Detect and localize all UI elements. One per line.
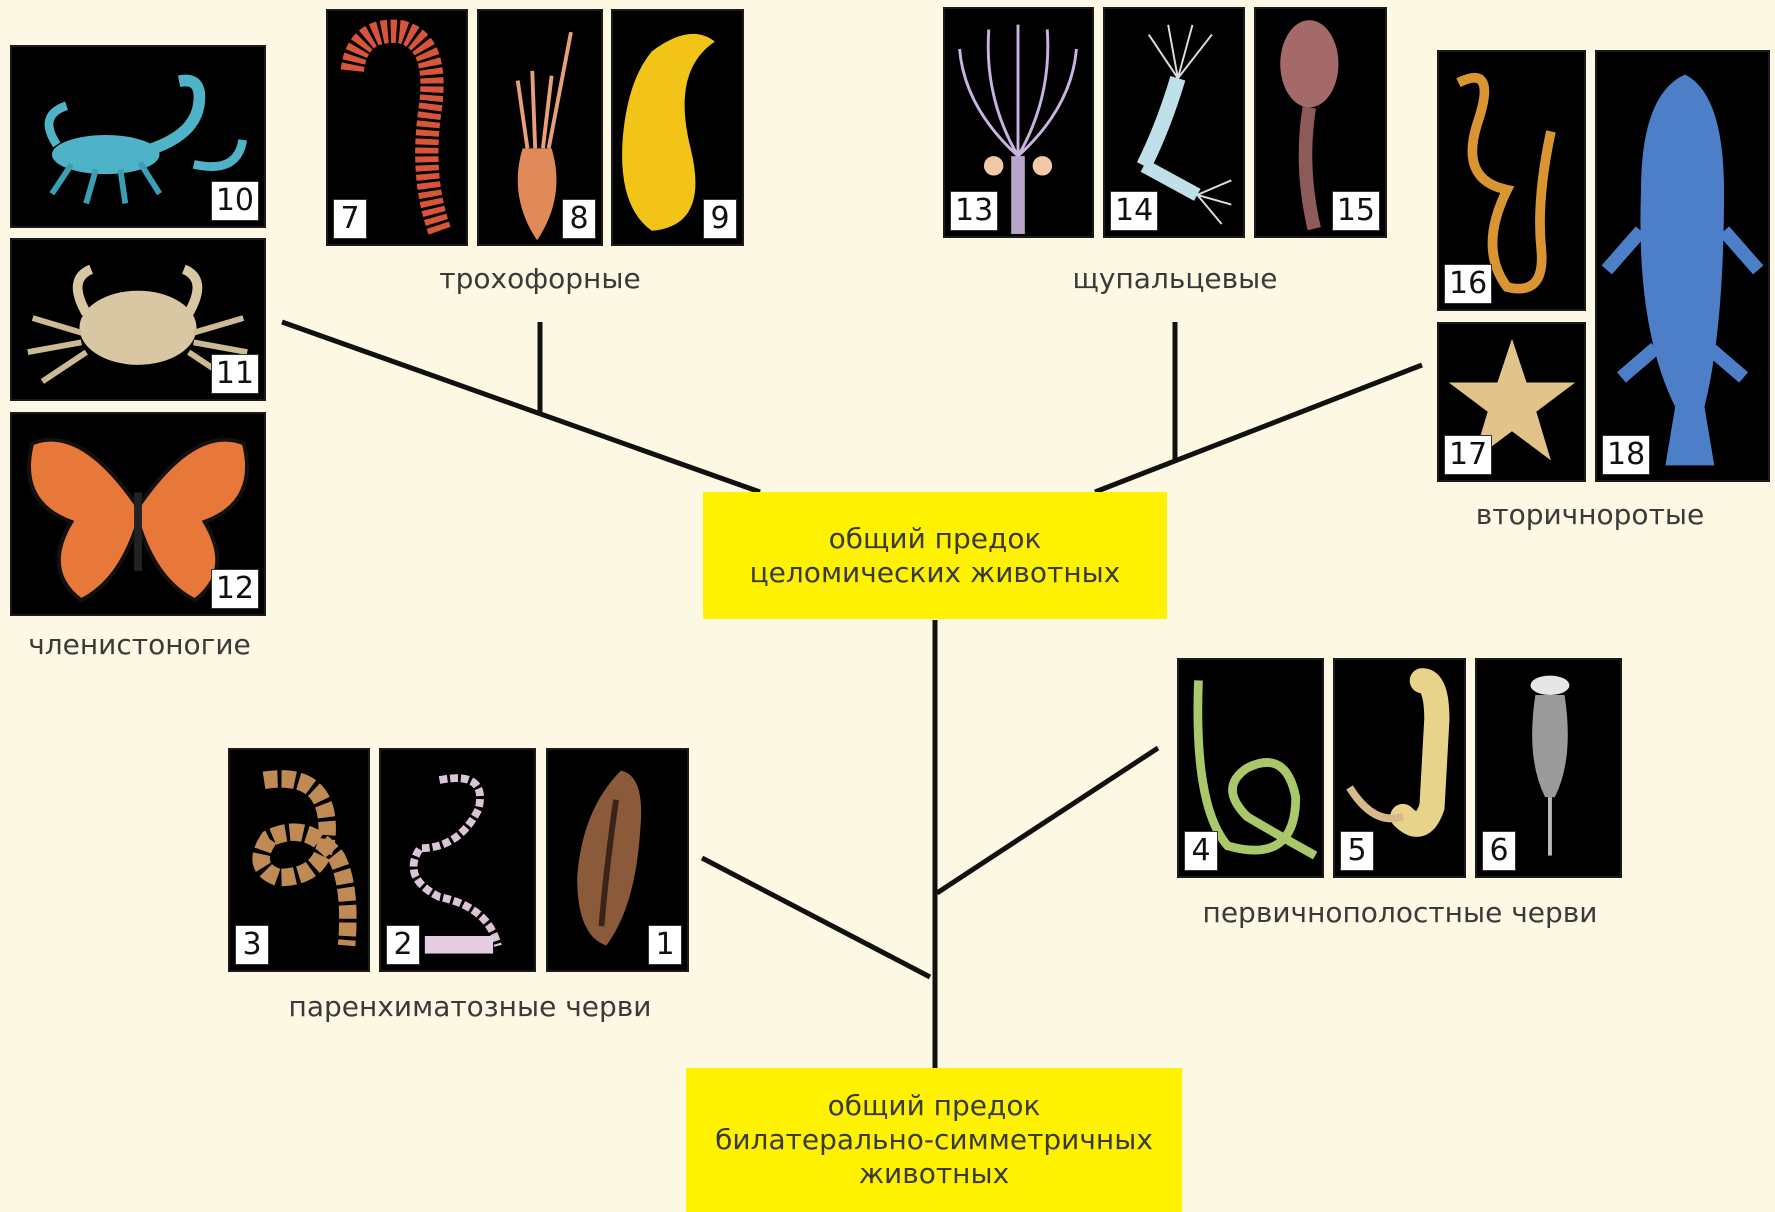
animal-tile-8: 8 [477, 9, 603, 246]
arthropod-branch [282, 322, 760, 492]
animal-tile-12: 12 [10, 412, 266, 616]
node-line: билатерально-симметричных [715, 1123, 1153, 1157]
coelacanth-icon [1597, 52, 1768, 480]
group-label-deuterostomes: вторичноротые [1440, 498, 1740, 531]
animal-number: 8 [562, 199, 596, 239]
animal-tile-3: 3 [228, 748, 370, 972]
group-label-arthropods: членистоногие [12, 628, 267, 661]
animal-tile-2: 2 [379, 748, 536, 972]
group-label-pseudocoelomates: первичнополостные черви [1160, 896, 1640, 929]
animal-number: 1 [648, 925, 682, 965]
animal-number: 18 [1602, 435, 1650, 475]
animal-tile-15: 15 [1254, 7, 1387, 238]
bilateral-ancestor-node: общий предок билатерально-симметричных ж… [686, 1068, 1182, 1212]
animal-tile-13: 13 [943, 7, 1094, 238]
animal-tile-16: 16 [1437, 50, 1586, 311]
animal-number: 4 [1184, 831, 1218, 871]
animal-number: 12 [211, 569, 259, 609]
node-line: животных [859, 1157, 1009, 1191]
animal-tile-11: 11 [10, 238, 266, 401]
animal-number: 6 [1482, 831, 1516, 871]
coelomic-ancestor-node: общий предок целомических животных [703, 492, 1167, 619]
pseudocoelomate-branch [937, 748, 1158, 893]
animal-tile-18: 18 [1595, 50, 1770, 482]
group-label-parenchymatous: паренхиматозные черви [250, 990, 690, 1023]
animal-number: 2 [386, 925, 420, 965]
animal-number: 10 [211, 181, 259, 221]
animal-tile-17: 17 [1437, 322, 1586, 482]
animal-number: 13 [950, 191, 998, 231]
animal-number: 7 [333, 199, 367, 239]
group-label-trochophores: трохофорные [400, 262, 680, 295]
animal-number: 14 [1110, 191, 1158, 231]
animal-tile-6: 6 [1475, 658, 1622, 878]
animal-tile-7: 7 [326, 9, 468, 246]
node-line: общий предок [828, 1089, 1041, 1123]
animal-number: 16 [1444, 264, 1492, 304]
animal-tile-1: 1 [546, 748, 689, 972]
group-label-tentaculates: щупальцевые [1030, 262, 1320, 295]
animal-number: 17 [1444, 435, 1492, 475]
animal-tile-10: 10 [10, 45, 266, 228]
deuterostome-branch [1095, 365, 1422, 492]
node-line: целомических животных [750, 556, 1121, 590]
animal-number: 3 [235, 925, 269, 965]
animal-tile-4: 4 [1177, 658, 1324, 878]
node-line: общий предок [829, 522, 1042, 556]
animal-number: 15 [1332, 191, 1380, 231]
animal-number: 9 [703, 199, 737, 239]
parenchymatous-branch [702, 858, 930, 977]
animal-tile-5: 5 [1333, 658, 1466, 878]
animal-number: 5 [1340, 831, 1374, 871]
animal-tile-14: 14 [1103, 7, 1245, 238]
animal-tile-9: 9 [611, 9, 744, 246]
animal-number: 11 [211, 354, 259, 394]
